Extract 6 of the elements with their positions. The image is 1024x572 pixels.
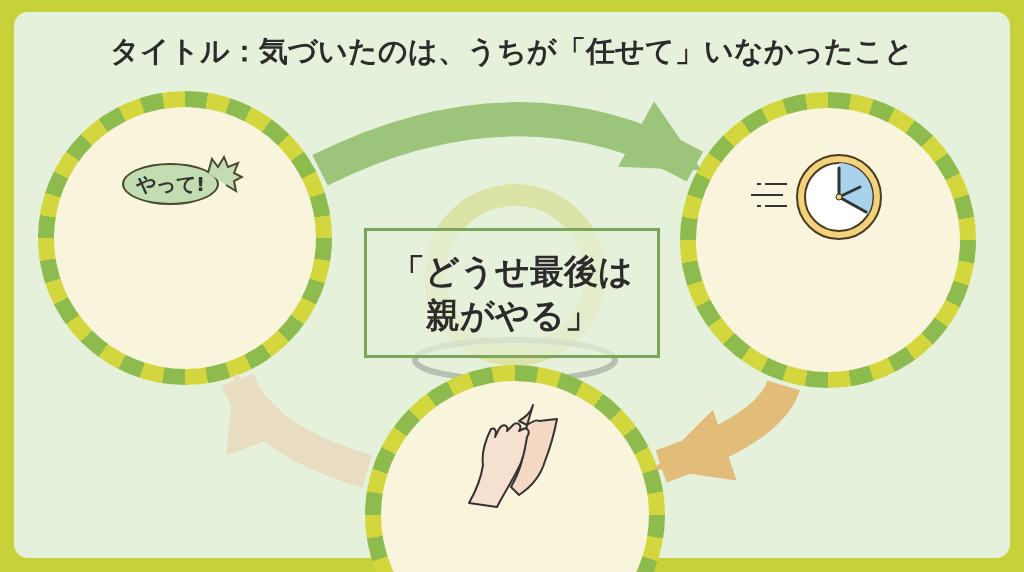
title: タイトル：気づいたのは、うちが「任せて」いなかったこと	[109, 33, 915, 70]
curved-arrow	[312, 102, 703, 186]
curved-arrow	[654, 379, 800, 483]
speech-bubble: やって!	[122, 163, 220, 205]
quote-box: 「どうせ最後は親がやる」	[364, 228, 660, 358]
curved-arrow	[222, 372, 373, 488]
